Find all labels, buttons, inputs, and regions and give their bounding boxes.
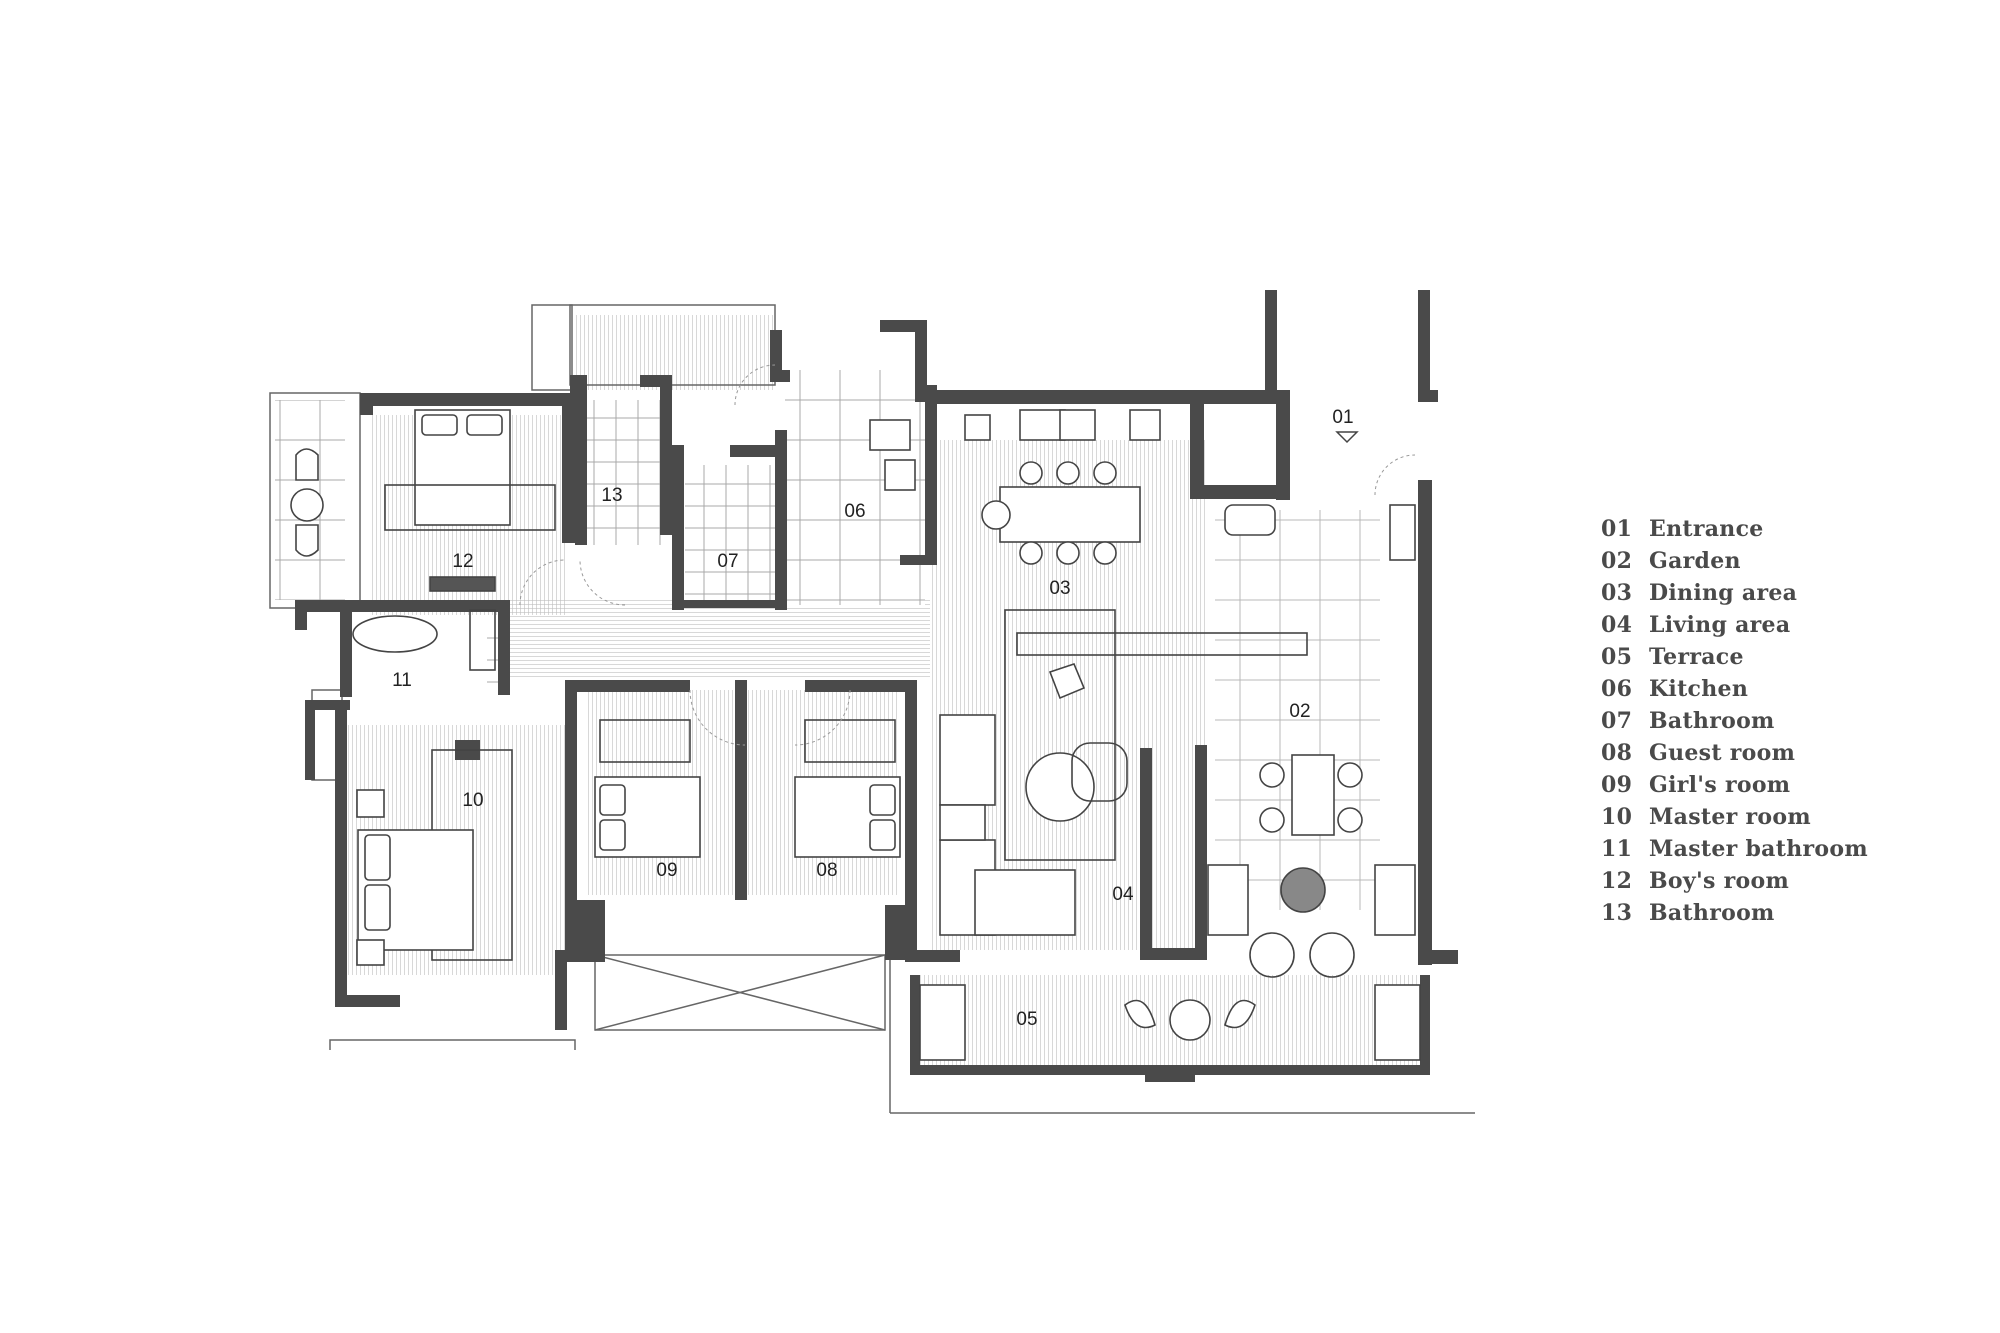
room-number-12: 12 (452, 551, 473, 572)
legend-number: 01 (1601, 516, 1633, 542)
legend-label: Entrance (1649, 516, 1764, 542)
room-number-13: 13 (601, 485, 622, 506)
legend-label: Master bathroom (1649, 836, 1868, 862)
legend-label: Kitchen (1649, 676, 1749, 702)
legend-number: 05 (1601, 644, 1633, 670)
legend-number: 03 (1601, 580, 1633, 606)
room-number-08: 08 (816, 860, 837, 881)
legend-label: Garden (1649, 548, 1741, 574)
room-number-05: 05 (1016, 1009, 1037, 1030)
legend-label: Boy's room (1649, 868, 1790, 894)
legend-label: Dining area (1649, 580, 1798, 606)
legend-number: 08 (1601, 740, 1633, 766)
legend-item: 11 Master bathroom (1601, 833, 1921, 865)
sofa (939, 714, 996, 806)
legend-label: Terrace (1649, 644, 1744, 670)
legend-item: 02 Garden (1601, 545, 1921, 577)
legend-item: 03 Dining area (1601, 577, 1921, 609)
legend-number: 09 (1601, 772, 1633, 798)
room-number-07: 07 (717, 551, 738, 572)
walls (295, 290, 1458, 1082)
legend-number: 04 (1601, 612, 1633, 638)
garden-table (1291, 754, 1335, 836)
legend-item: 05 Terrace (1601, 641, 1921, 673)
room-numbers: 01 02 03 04 05 06 07 08 09 10 11 12 13 (392, 407, 1353, 1030)
legend-item: 01 Entrance (1601, 513, 1921, 545)
legend-item: 07 Bathroom (1601, 705, 1921, 737)
room-number-09: 09 (656, 860, 677, 881)
legend-item: 10 Master room (1601, 801, 1921, 833)
legend-label: Girl's room (1649, 772, 1791, 798)
room-number-03: 03 (1049, 578, 1070, 599)
legend-number: 11 (1601, 836, 1633, 862)
legend-label: Bathroom (1649, 708, 1775, 734)
legend-item: 09 Girl's room (1601, 769, 1921, 801)
terrace-table (1169, 999, 1211, 1041)
legend: 01 Entrance 02 Garden 03 Dining area 04 Livi… (1601, 513, 1921, 929)
room-number-11: 11 (392, 670, 412, 691)
legend-number: 13 (1601, 900, 1633, 926)
legend-label: Guest room (1649, 740, 1796, 766)
legend-item: 12 Boy's room (1601, 865, 1921, 897)
legend-number: 10 (1601, 804, 1633, 830)
legend-item: 04 Living area (1601, 609, 1921, 641)
legend-number: 06 (1601, 676, 1633, 702)
legend-item: 06 Kitchen (1601, 673, 1921, 705)
furniture (290, 409, 1421, 1061)
legend-item: 08 Guest room (1601, 737, 1921, 769)
legend-label: Bathroom (1649, 900, 1775, 926)
dining-table (999, 486, 1141, 543)
room-number-04: 04 (1112, 884, 1134, 905)
legend-number: 12 (1601, 868, 1633, 894)
room-number-10: 10 (462, 790, 483, 811)
legend-number: 02 (1601, 548, 1633, 574)
legend-label: Living area (1649, 612, 1791, 638)
room-number-02: 02 (1289, 701, 1310, 722)
room-number-01: 01 (1332, 407, 1353, 428)
door-swings (519, 364, 1416, 746)
legend-item: 13 Bathroom (1601, 897, 1921, 929)
legend-number: 07 (1601, 708, 1633, 734)
entrance-arrow-icon (1335, 431, 1359, 444)
legend-label: Master room (1649, 804, 1811, 830)
bathtub (352, 615, 438, 653)
room-number-06: 06 (844, 501, 865, 522)
